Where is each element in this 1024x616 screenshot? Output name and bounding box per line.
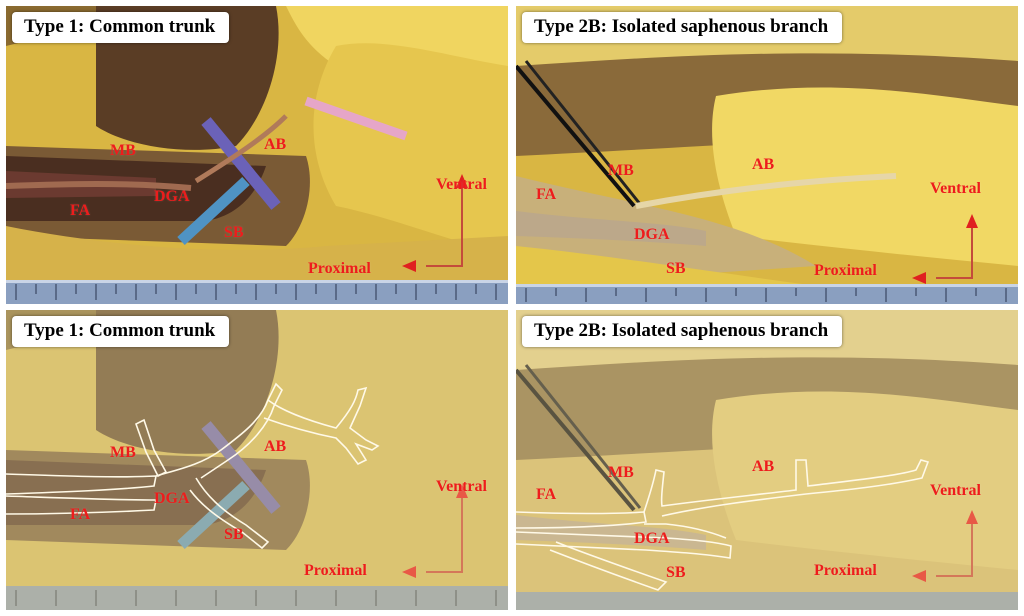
dissection-photo-top-left (6, 6, 508, 304)
panel-title: Type 1: Common trunk (12, 316, 230, 347)
dissection-photo-bottom-left (6, 310, 508, 610)
label-ab: AB (752, 458, 775, 475)
label-ab: AB (264, 438, 287, 455)
label-ventral: Ventral (930, 482, 981, 499)
label-sb: SB (666, 260, 686, 277)
panel-title: Type 2B: Isolated saphenous branch (522, 316, 843, 347)
overlay-dim (6, 310, 508, 610)
panel-title: Type 2B: Isolated saphenous branch (522, 12, 843, 43)
label-mb: MB (110, 142, 136, 159)
label-proximal: Proximal (304, 562, 367, 579)
overlay-dim (516, 310, 1018, 610)
panel-top-right: Type 2B: Isolated saphenous branch MB AB… (516, 6, 1018, 304)
label-ab: AB (752, 156, 775, 173)
label-ventral: Ventral (930, 180, 981, 197)
label-fa: FA (536, 486, 557, 503)
label-proximal: Proximal (814, 262, 877, 279)
label-ab: AB (264, 136, 287, 153)
label-sb: SB (224, 224, 244, 241)
label-dga: DGA (634, 226, 670, 243)
label-mb: MB (110, 444, 136, 461)
panel-bottom-right: Type 2B: Isolated saphenous branch MB AB… (516, 310, 1018, 610)
label-ventral: Ventral (436, 478, 487, 495)
label-mb: MB (608, 162, 634, 179)
label-fa: FA (70, 506, 91, 523)
panel-top-left: Type 1: Common trunk MB AB FA DGA SB Ven… (6, 6, 508, 304)
label-ventral: Ventral (436, 176, 487, 193)
label-fa: FA (70, 202, 91, 219)
label-dga: DGA (154, 188, 190, 205)
label-sb: SB (666, 564, 686, 581)
label-dga: DGA (154, 490, 190, 507)
panel-title: Type 1: Common trunk (12, 12, 230, 43)
label-mb: MB (608, 464, 634, 481)
label-dga: DGA (634, 530, 670, 547)
label-sb: SB (224, 526, 244, 543)
label-fa: FA (536, 186, 557, 203)
panel-bottom-left: Type 1: Common trunk MB AB FA DGA SB Ven… (6, 310, 508, 610)
label-proximal: Proximal (308, 260, 371, 277)
label-proximal: Proximal (814, 562, 877, 579)
dissection-photo-top-right (516, 6, 1018, 304)
